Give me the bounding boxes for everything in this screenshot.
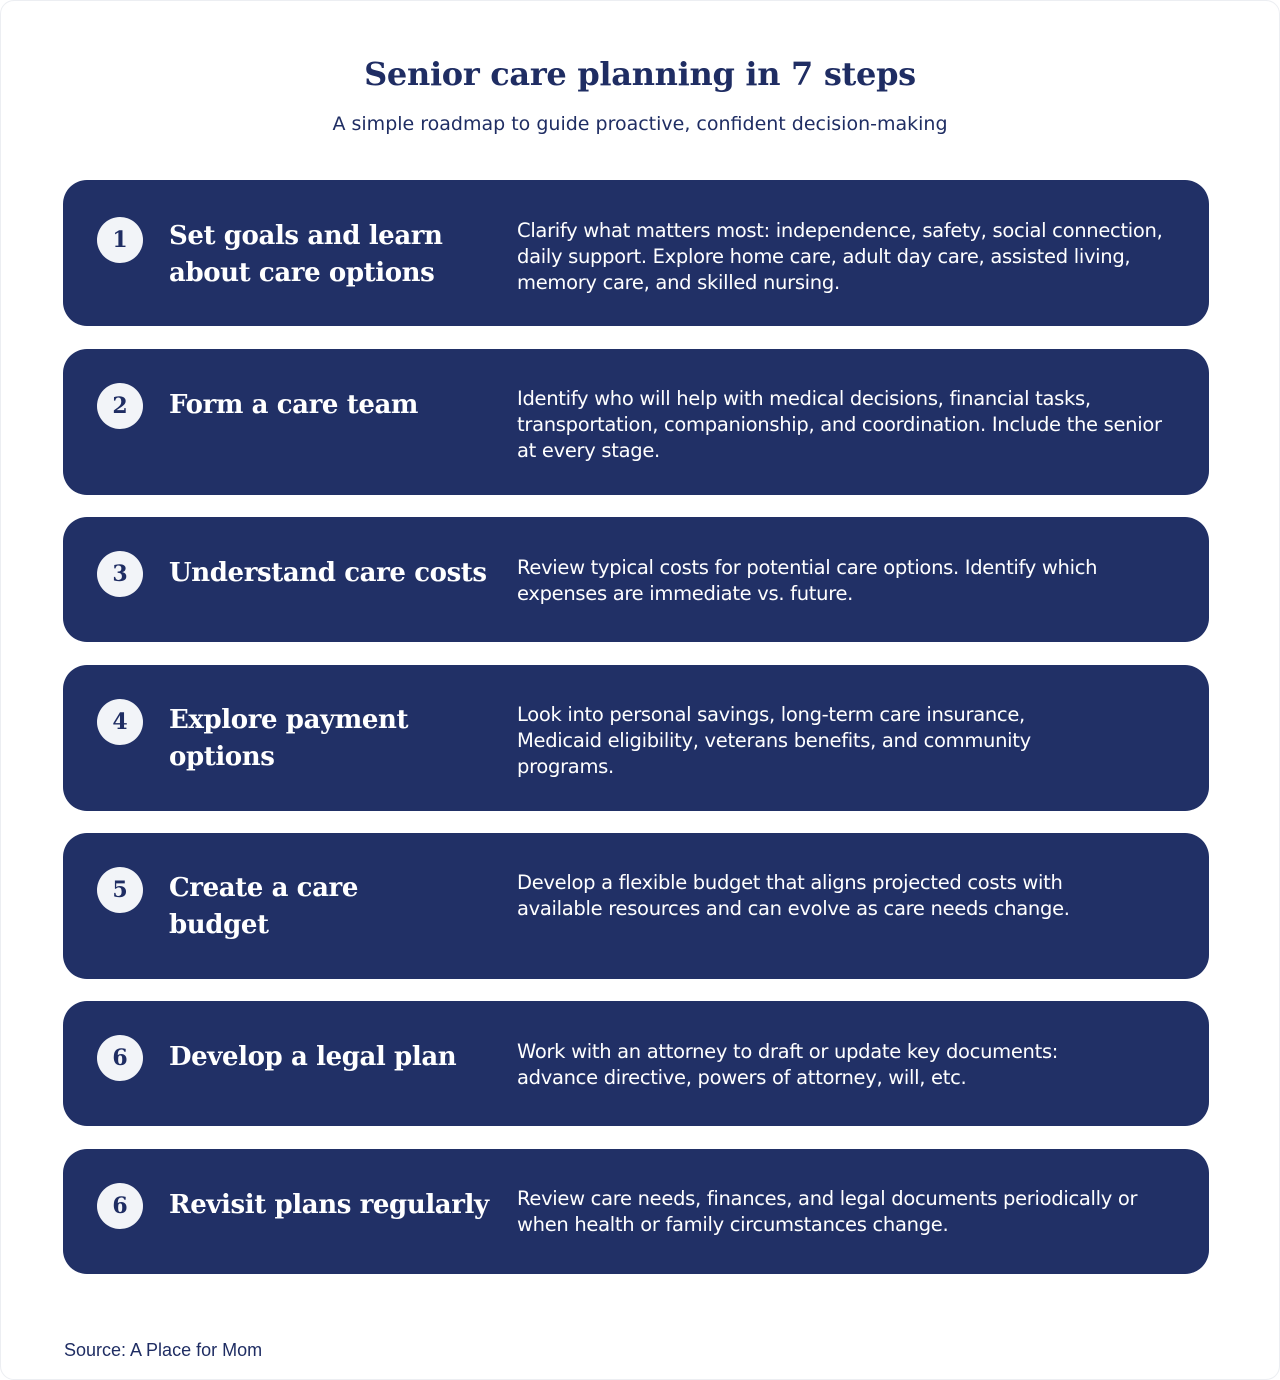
step-description: Clarify what matters most: independence,…	[517, 219, 1163, 294]
step-number-badge: 2	[97, 383, 143, 429]
step-number-badge: 6	[97, 1035, 143, 1081]
step-card-4: 4 Explore payment options Look into pers…	[63, 665, 1209, 811]
step-card-5: 5 Create a care budget Develop a flexibl…	[63, 833, 1209, 979]
step-number-badge: 3	[97, 551, 143, 597]
step-heading: Form a care team	[169, 390, 419, 420]
step-card-2: 2 Form a care team Identify who will hel…	[63, 349, 1209, 495]
step-heading: Create a care budget	[169, 873, 359, 940]
step-card-7: 6 Revisit plans regularly Review care ne…	[63, 1149, 1209, 1274]
step-heading: Revisit plans regularly	[169, 1190, 489, 1220]
step-description: Review typical costs for potential care …	[517, 556, 1098, 605]
page-title: Senior care planning in 7 steps	[364, 55, 916, 93]
step-description: Review care needs, finances, and legal d…	[517, 1187, 1138, 1236]
step-number-badge: 5	[97, 867, 143, 913]
step-heading: Understand care costs	[169, 558, 487, 588]
step-heading: Explore payment options	[169, 705, 409, 772]
step-description: Identify who will help with medical deci…	[517, 387, 1162, 462]
step-card-6: 6 Develop a legal plan Work with an atto…	[63, 1001, 1209, 1126]
step-card-3: 3 Understand care costs Review typical c…	[63, 517, 1209, 642]
step-heading: Set goals and learn about care options	[169, 221, 443, 288]
page-subtitle: A simple roadmap to guide proactive, con…	[332, 113, 948, 135]
step-description: Work with an attorney to draft or update…	[517, 1040, 1059, 1089]
step-number-badge: 1	[97, 217, 143, 263]
step-description: Look into personal savings, long-term ca…	[517, 703, 1031, 778]
step-card-1: 1 Set goals and learn about care options…	[63, 180, 1209, 326]
step-number-badge: 6	[97, 1183, 143, 1229]
source-citation: Source: A Place for Mom	[64, 1340, 263, 1360]
step-heading: Develop a legal plan	[169, 1042, 457, 1072]
step-number-badge: 4	[97, 699, 143, 745]
step-description: Develop a flexible budget that aligns pr…	[517, 871, 1070, 920]
